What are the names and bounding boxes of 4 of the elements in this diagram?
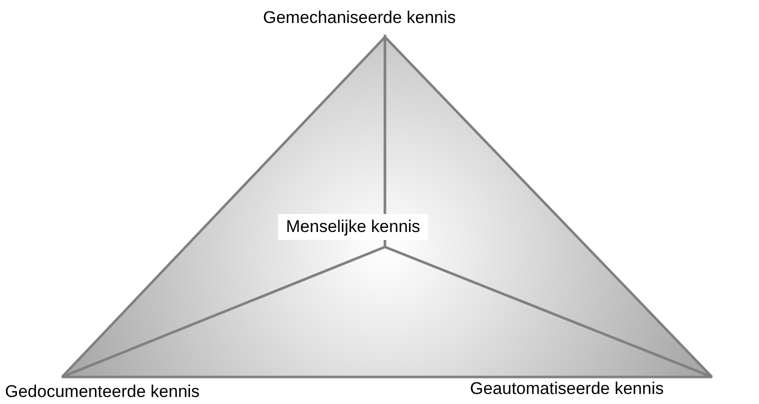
vertex-label: Gedocumenteerde kennis xyxy=(5,382,200,402)
center-label: Menselijke kennis xyxy=(278,214,428,240)
vertex-label: Gemechaniseerde kennis xyxy=(263,8,456,28)
vertex-label: Geautomatiseerde kennis xyxy=(470,379,664,399)
